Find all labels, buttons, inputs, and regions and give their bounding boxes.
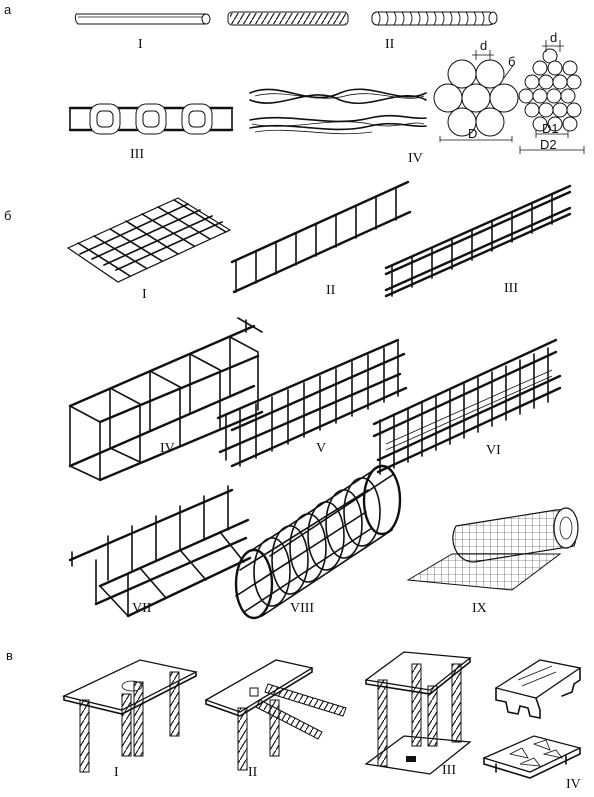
embedded-part-3 [364,651,472,775]
dim-D1: D1 [542,121,559,136]
twisted-strand [249,88,427,105]
dim-D: D [468,126,477,141]
cable-section-7 [433,50,519,142]
c-label-4: IV [566,777,581,792]
ribbed-bar-1 [227,11,349,26]
b-label-7: VII [132,601,152,616]
trough-frame-7 [68,485,252,618]
smooth-bar [74,13,211,25]
dim-b: б [508,54,515,69]
b-label-8: VIII [290,601,314,616]
a-label-2: II [385,37,395,52]
cylindrical-cage [234,464,402,620]
b-label-9: IX [472,601,487,616]
embedded-part-1 [62,659,198,773]
section-b-label: б [4,208,11,223]
stamped-part-1 [494,659,582,719]
b-label-5: V [316,441,326,456]
a-label-3: III [130,147,144,162]
dim-D2: D2 [540,137,557,152]
c-label-1: I [114,765,119,780]
flat-frame-3 [384,184,572,298]
embedded-part-2 [204,659,347,771]
c-label-2: II [248,765,258,780]
section-a-label: а [4,2,12,17]
b-label-3: III [504,281,518,296]
b-label-6: VI [486,443,501,458]
stamped-bar [68,103,234,135]
stamped-part-2 [482,735,582,779]
spatial-frame-4 [68,317,264,482]
b-label-1: I [142,287,147,302]
b-label-2: II [326,283,336,298]
spatial-frame-5 [216,338,408,468]
c-label-3: III [442,763,456,778]
dim-d-1: d [480,38,487,53]
a-label-1: I [138,37,143,52]
spatial-frame-6 [372,338,562,475]
cable-section-19 [518,40,585,154]
b-label-4: IV [160,441,175,456]
section-c-label: в [6,648,13,663]
strand-rope [249,114,427,135]
welded-mesh [66,197,232,283]
dim-d-2: d [550,30,557,45]
a-label-4: IV [408,151,423,166]
flat-frame-2 [230,180,412,294]
ribbed-bar-2 [371,11,498,26]
rolled-mesh [406,507,579,591]
